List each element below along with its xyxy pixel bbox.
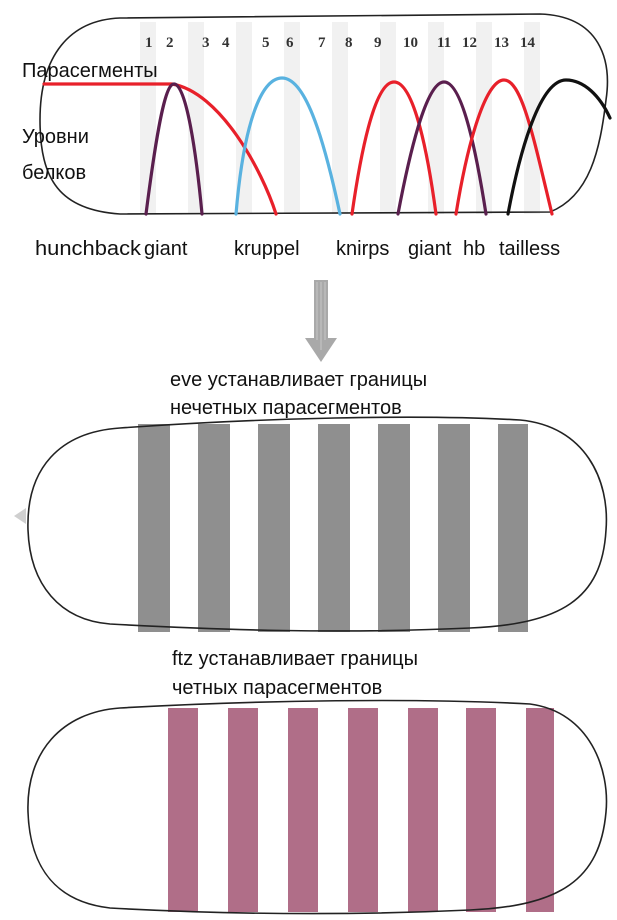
pole-marker — [14, 508, 26, 524]
parasegment-number: 3 — [202, 35, 210, 51]
parasegment-number: 8 — [345, 35, 353, 51]
parasegment-number: 14 — [520, 35, 536, 51]
ftz-caption-line2: четных парасегментов — [172, 677, 382, 699]
down-arrow — [305, 280, 337, 362]
ftz-stripe — [348, 708, 378, 912]
eve-embryo — [14, 416, 608, 632]
eve-stripe — [498, 424, 528, 632]
parasegment-number: 7 — [318, 35, 326, 51]
parasegment-number: 2 — [166, 35, 174, 51]
embryo-outline-top — [39, 13, 609, 215]
kruppel-curve — [234, 76, 342, 216]
eve-caption-line1: eve устанавливает границы — [170, 369, 427, 391]
gene-label-tailless: tailless — [499, 238, 560, 260]
ftz-embryo — [27, 699, 608, 915]
ftz-stripe — [288, 708, 318, 912]
ftz-stripe — [466, 708, 496, 912]
ftz-stripe — [168, 708, 198, 912]
parasegment-number: 11 — [437, 35, 451, 51]
parasegment-number: 10 — [403, 35, 418, 51]
gene-label-hunchback: hunchback — [35, 238, 142, 260]
gene-label-knirps: knirps — [336, 238, 389, 260]
ftz-stripe — [408, 708, 438, 912]
parasegment-number: 13 — [494, 35, 509, 51]
knirps-curve — [350, 80, 438, 216]
parasegments-label: Парасегменты — [22, 60, 158, 82]
tailless-curve — [506, 78, 612, 216]
gene-label-giant: giant — [144, 238, 188, 260]
eve-caption-line2: нечетных парасегментов — [170, 397, 402, 419]
gap-gene-embryo: 1 2 3 4 5 6 7 8 9 10 11 12 13 14 Парасег… — [22, 13, 612, 216]
giant-anterior-curve — [144, 82, 204, 216]
gene-label-hb: hb — [463, 238, 485, 260]
gene-label-giant-2: giant — [408, 238, 452, 260]
ftz-caption-line1: ftz устанавливает границы — [172, 648, 418, 670]
gene-label-kruppel: kruppel — [234, 238, 300, 260]
protein-levels-label-line2: белков — [22, 162, 86, 184]
protein-level-curves — [42, 76, 612, 216]
eve-stripe — [438, 424, 470, 632]
eve-stripes — [138, 424, 528, 632]
eve-stripe — [318, 424, 350, 632]
hunchback-curve — [42, 82, 278, 216]
parasegment-number: 12 — [462, 35, 477, 51]
embryo-outline-ftz — [27, 699, 608, 915]
parasegment-number: 1 — [145, 35, 153, 51]
embryo-outline-eve — [27, 416, 608, 632]
parasegment-number: 9 — [374, 35, 382, 51]
parasegment-number: 4 — [222, 35, 230, 51]
eve-stripe — [258, 424, 290, 632]
protein-levels-label-line1: Уровни — [22, 126, 89, 148]
ftz-stripe — [228, 708, 258, 912]
ftz-stripe — [526, 708, 554, 912]
parasegment-numbers: 1 2 3 4 5 6 7 8 9 10 11 12 13 14 — [145, 35, 536, 51]
giant-posterior-curve — [396, 80, 488, 216]
eve-stripe — [378, 424, 410, 632]
ftz-stripes — [168, 708, 554, 912]
eve-stripe — [198, 424, 230, 632]
parasegment-number: 5 — [262, 35, 270, 51]
hb-posterior-curve — [454, 78, 554, 216]
gene-labels: hunchback giant kruppel knirps giant hb … — [35, 238, 560, 260]
eve-stripe — [138, 424, 170, 632]
parasegment-number: 6 — [286, 35, 294, 51]
